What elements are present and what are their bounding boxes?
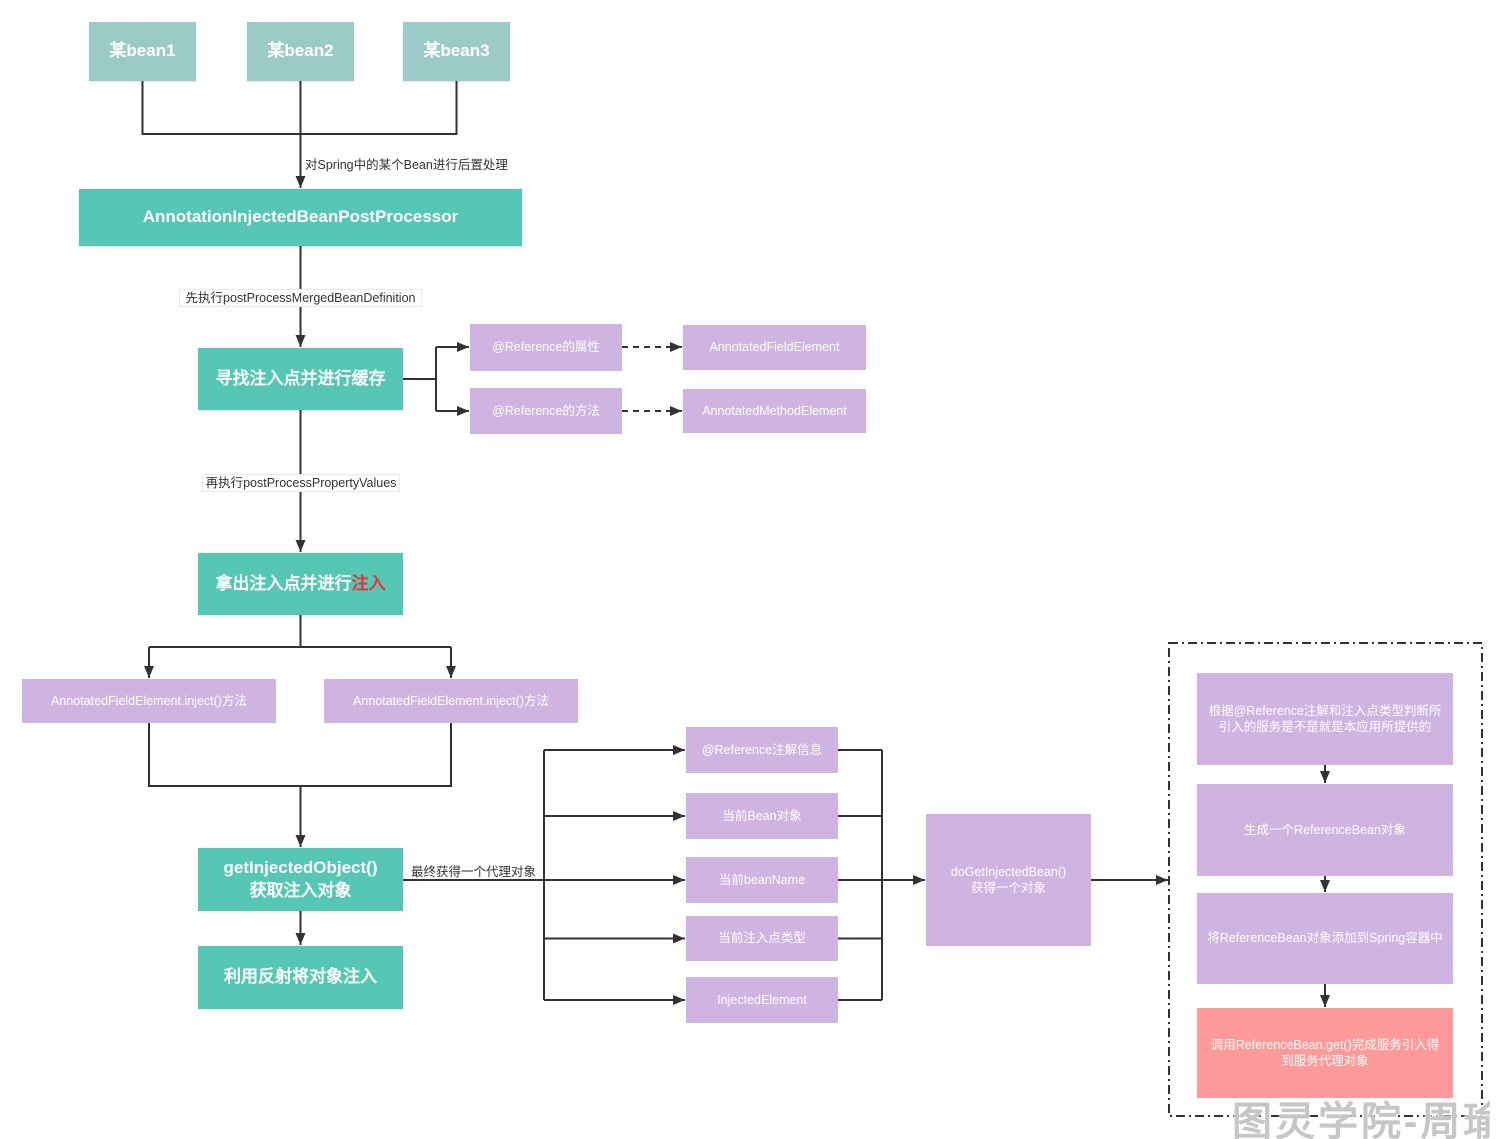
edge-label-post-process: 对Spring中的某个Bean进行后置处理 [305,158,508,172]
injected-element-label: InjectedElement [717,992,807,1007]
do-get-injected-bean-node: doGetInjectedBean() 获得一个对象 [926,814,1091,946]
bean3-node: 某bean3 [403,22,510,81]
get-injected-object-line2: 获取注入对象 [249,880,352,900]
current-bean-name-node: 当前beanName [686,857,838,903]
connector-params-right-bus [838,749,883,1001]
inject-method-right-node: AnnotatedFieldElement.inject()方法 [324,679,578,723]
get-service-proxy-label: 调用ReferenceBean.get()完成服务引入得到服务代理对象 [1210,1037,1440,1068]
get-injected-object-line1: getInjectedObject() [223,858,378,878]
inject-method-right-label: AnnotatedFieldElement.inject()方法 [353,693,549,708]
bean2-label: 某bean2 [267,41,334,61]
check-local-service-label: 根据@Reference注解和注入点类型判断所引入的服务是不是就是本应用所提供的 [1208,703,1442,734]
edge-label-merged-bean-definition: 先执行postProcessMergedBeanDefinition [179,289,422,307]
find-injection-points-node: 寻找注入点并进行缓存 [198,348,403,410]
injected-element-node: InjectedElement [686,977,838,1023]
annotated-field-element-label: AnnotatedFieldElement [709,340,840,355]
check-local-service-node: 根据@Reference注解和注入点类型判断所引入的服务是不是就是本应用所提供的 [1197,673,1453,765]
annotated-field-element-node: AnnotatedFieldElement [683,325,866,370]
reference-method-label: @Reference的方法 [492,403,600,418]
post-processor-node: AnnotationInjectedBeanPostProcessor [79,189,522,246]
annotated-method-element-label: AnnotatedMethodElement [702,403,847,418]
post-processor-label: AnnotationInjectedBeanPostProcessor [142,207,459,227]
find-injection-points-label: 寻找注入点并进行缓存 [215,368,386,388]
get-service-proxy-node: 调用ReferenceBean.get()完成服务引入得到服务代理对象 [1197,1008,1453,1098]
current-bean-label: 当前Bean对象 [722,808,802,823]
reference-method-node: @Reference的方法 [470,388,622,434]
annotated-method-element-node: AnnotatedMethodElement [683,389,866,433]
current-bean-name-label: 当前beanName [718,872,806,887]
watermark: 图灵学院-周瑜 [1232,1100,1490,1139]
do-get-injected-bean-line2: 获得一个对象 [970,881,1046,895]
register-reference-bean-node: 将ReferenceBean对象添加到Spring容器中 [1197,893,1453,984]
connector-take-points-split [149,615,451,648]
create-reference-bean-node: 生成一个ReferenceBean对象 [1197,784,1453,876]
inject-method-left-label: AnnotatedFieldElement.inject()方法 [51,693,247,708]
bean1-node: 某bean1 [89,22,196,81]
get-injected-object-node: getInjectedObject() 获取注入对象 [198,848,403,911]
connector-find-points-branch [403,347,437,411]
reflection-inject-label: 利用反射将对象注入 [224,967,377,987]
do-get-injected-bean-line1: doGetInjectedBean() [950,864,1067,879]
connector-inject-merge [148,723,452,787]
register-reference-bean-label: 将ReferenceBean对象添加到Spring容器中 [1207,931,1443,946]
take-injection-points-node: 拿出注入点并进行注入 [198,553,403,615]
bean1-label: 某bean1 [109,41,176,61]
take-injection-points-label: 拿出注入点并进行注入 [216,573,386,595]
edge-label-property-values: 再执行postProcessPropertyValues [202,474,400,492]
reflection-inject-node: 利用反射将对象注入 [198,946,403,1009]
take-injection-points-text: 拿出注入点并进行 [215,573,352,593]
edge-label-proxy-object: 最终获得一个代理对象 [411,865,537,879]
take-injection-points-highlight: 注入 [351,573,386,593]
reference-annotation-info-node: @Reference注解信息 [686,727,838,773]
inject-method-left-node: AnnotatedFieldElement.inject()方法 [22,679,276,723]
reference-field-node: @Reference的属性 [470,324,622,371]
reference-field-label: @Reference的属性 [492,340,600,355]
current-injection-point-type-node: 当前注入点类型 [686,916,838,961]
service-reference-group-border [1168,642,1483,1117]
bean3-label: 某bean3 [423,41,490,61]
bean2-node: 某bean2 [247,22,354,81]
reference-annotation-info-label: @Reference注解信息 [701,742,823,757]
current-injection-point-type-label: 当前注入点类型 [718,931,806,946]
create-reference-bean-label: 生成一个ReferenceBean对象 [1244,822,1406,837]
current-bean-node: 当前Bean对象 [686,793,838,839]
